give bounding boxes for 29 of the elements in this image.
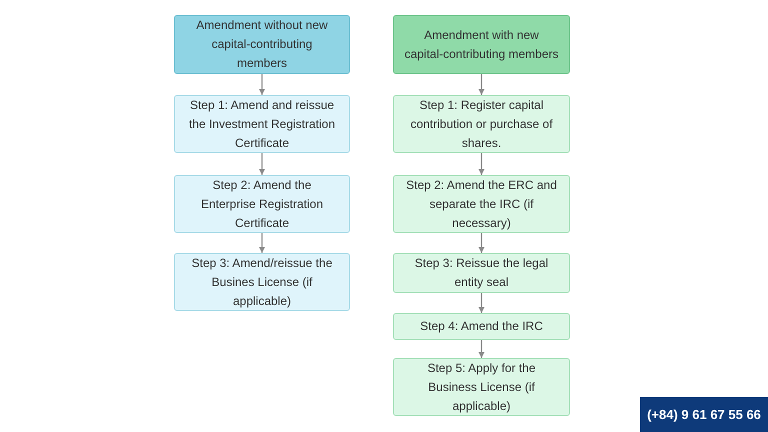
header-box	[393, 15, 570, 74]
process-box	[393, 313, 570, 340]
arrow	[478, 74, 484, 95]
process-box	[174, 253, 350, 311]
box-text: Step 4: Amend the IRC	[420, 318, 543, 335]
box-text: Step 1: Register capital contribution or purchase of shares.	[409, 96, 554, 152]
arrow	[478, 340, 484, 358]
arrow	[259, 74, 265, 95]
process-box	[174, 95, 350, 153]
arrow	[478, 153, 484, 175]
process-box	[393, 175, 570, 233]
box-text: Step 1: Amend and reissue the Investment Registration Certificate	[188, 96, 336, 152]
arrow	[259, 233, 265, 253]
box-text: Step 3: Reissue the legal entity seal	[414, 255, 550, 291]
arrow	[259, 153, 265, 175]
phone-number: (+84) 9 61 67 55 66	[640, 397, 768, 432]
process-box	[174, 175, 350, 233]
box-text: Step 2: Amend the Enterprise Registration Certificate	[200, 176, 324, 232]
header-box	[174, 15, 350, 74]
arrow	[478, 293, 484, 313]
box-text: Amendment with new capital-contributing members	[404, 26, 559, 62]
box-text: Step 2: Amend the ERC and separate the IRC (if necessary)	[405, 176, 558, 232]
arrow	[478, 233, 484, 253]
process-box	[393, 358, 570, 416]
process-box	[393, 95, 570, 153]
box-text: Amendment without new capital-contributing members	[195, 17, 329, 72]
box-text: Step 3: Amend/reissue the Busines License (if applicable)	[190, 254, 334, 310]
box-text: Step 5: Apply for the Business License (if applicable)	[426, 360, 537, 414]
process-box	[393, 253, 570, 293]
